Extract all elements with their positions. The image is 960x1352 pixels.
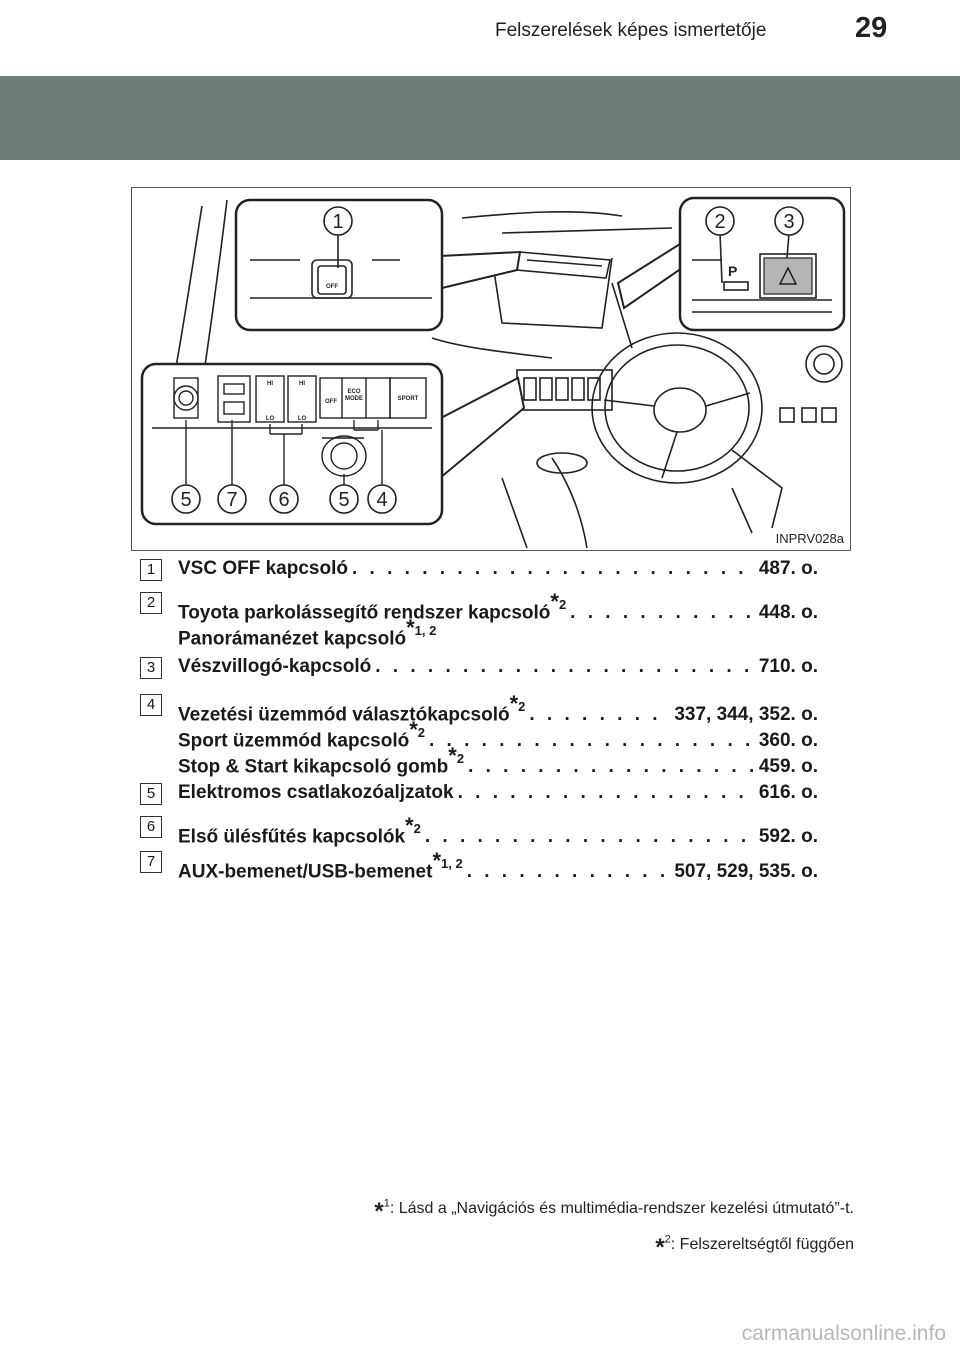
item-line: Első ülésfűtés kapcsolók*2 592. o. bbox=[178, 813, 818, 847]
item-label: Stop & Start kikapcsoló gomb*2 bbox=[178, 743, 465, 778]
sport-label: SPORT bbox=[398, 396, 419, 402]
leader-dots bbox=[425, 826, 755, 848]
item-number: 5 bbox=[140, 783, 162, 805]
leader-dots bbox=[352, 558, 755, 580]
item-line: AUX-bemenet/USB-bemenet*1, 2 507, 529, 5… bbox=[178, 848, 818, 882]
dashboard-drawing: 1 2 3 5 7 6 5 4 OFF ECO MODE SPORT OFF H… bbox=[140, 196, 846, 549]
leader-dots bbox=[458, 782, 755, 804]
callout-4: 4 bbox=[376, 489, 387, 511]
heater-1-lo: LO bbox=[266, 416, 275, 422]
item-label: VSC OFF kapcsoló bbox=[178, 558, 348, 579]
header-band bbox=[0, 76, 960, 160]
callout-5b: 5 bbox=[338, 489, 349, 511]
page-ref: 487. o. bbox=[758, 558, 818, 579]
item-label: Vészvillogó-kapcsoló bbox=[178, 656, 372, 677]
leader-dots bbox=[467, 861, 671, 883]
leader-dots bbox=[375, 656, 755, 678]
section-title: Felszerelések képes ismertetője bbox=[495, 20, 767, 41]
vsc-off-label: OFF bbox=[326, 284, 338, 290]
item-label: Vezetési üzemmód választókapcsoló*2 bbox=[178, 691, 526, 726]
dashboard-illustration: 1 2 3 5 7 6 5 4 OFF ECO MODE SPORT OFF H… bbox=[131, 187, 851, 551]
eco-label-bottom: MODE bbox=[345, 396, 363, 402]
item-number: 3 bbox=[140, 657, 162, 679]
item-number: 7 bbox=[140, 851, 162, 873]
page-ref: 710. o. bbox=[758, 656, 818, 677]
page-ref: 616. o. bbox=[758, 782, 818, 803]
item-label: Sport üzemmód kapcsoló*2 bbox=[178, 717, 425, 752]
item-label: Toyota parkolássegítő rendszer kapcsoló*… bbox=[178, 589, 567, 624]
item-line: Elektromos csatlakozóaljzatok 616. o. bbox=[178, 782, 818, 808]
callout-1: 1 bbox=[332, 211, 343, 233]
page-ref: 459. o. bbox=[758, 756, 818, 778]
park-assist-label: P bbox=[728, 263, 737, 279]
page-ref: 337, 344, 352. o. bbox=[674, 704, 818, 726]
item-line: Vezetési üzemmód választókapcsoló*2 337,… bbox=[178, 691, 818, 725]
item-number: 6 bbox=[140, 816, 162, 838]
figure-code: INPRV028a bbox=[775, 531, 844, 546]
page-ref: 507, 529, 535. o. bbox=[674, 861, 818, 883]
item-label: Panorámanézet kapcsoló*1, 2 bbox=[178, 615, 437, 650]
eco-label-top: ECO bbox=[347, 389, 360, 395]
item-line: Sport üzemmód kapcsoló*2 360. o. bbox=[178, 717, 818, 751]
callout-3: 3 bbox=[783, 211, 794, 233]
auto-off-label: OFF bbox=[325, 399, 337, 405]
item-number: 2 bbox=[140, 592, 162, 614]
item-line: Stop & Start kikapcsoló gomb*2 459. o. bbox=[178, 743, 818, 777]
item-label: Elektromos csatlakozóaljzatok bbox=[178, 782, 454, 803]
item-label: AUX-bemenet/USB-bemenet*1, 2 bbox=[178, 848, 463, 883]
heater-1-hi: HI bbox=[267, 381, 273, 387]
item-line: Toyota parkolássegítő rendszer kapcsoló*… bbox=[178, 589, 818, 623]
callout-2: 2 bbox=[714, 211, 725, 233]
heater-2-hi: HI bbox=[299, 381, 305, 387]
footnote-1: *1: Lásd a „Navigációs és multimédia-ren… bbox=[374, 1197, 854, 1225]
callout-5a: 5 bbox=[180, 489, 191, 511]
leader-dots bbox=[468, 756, 755, 778]
heater-2-lo: LO bbox=[298, 416, 307, 422]
item-line: Vészvillogó-kapcsoló 710. o. bbox=[178, 656, 818, 682]
item-number: 4 bbox=[140, 694, 162, 716]
page-ref: 592. o. bbox=[758, 826, 818, 848]
page-ref: 448. o. bbox=[758, 602, 818, 624]
page-number: 29 bbox=[855, 12, 888, 44]
page-header: Felszerelések képes ismertetője 29 bbox=[0, 0, 960, 160]
callout-6: 6 bbox=[278, 489, 289, 511]
item-line: Panorámanézet kapcsoló*1, 2 bbox=[178, 615, 818, 649]
item-label: Első ülésfűtés kapcsolók*2 bbox=[178, 813, 421, 848]
item-line: VSC OFF kapcsoló 487. o. bbox=[178, 558, 818, 584]
footnote-2: *2: Felszereltségtől függően bbox=[655, 1233, 854, 1261]
page-ref: 360. o. bbox=[758, 730, 818, 752]
watermark: carmanualsonline.info bbox=[741, 1322, 946, 1345]
item-number: 1 bbox=[140, 559, 162, 581]
callout-7: 7 bbox=[226, 489, 237, 511]
